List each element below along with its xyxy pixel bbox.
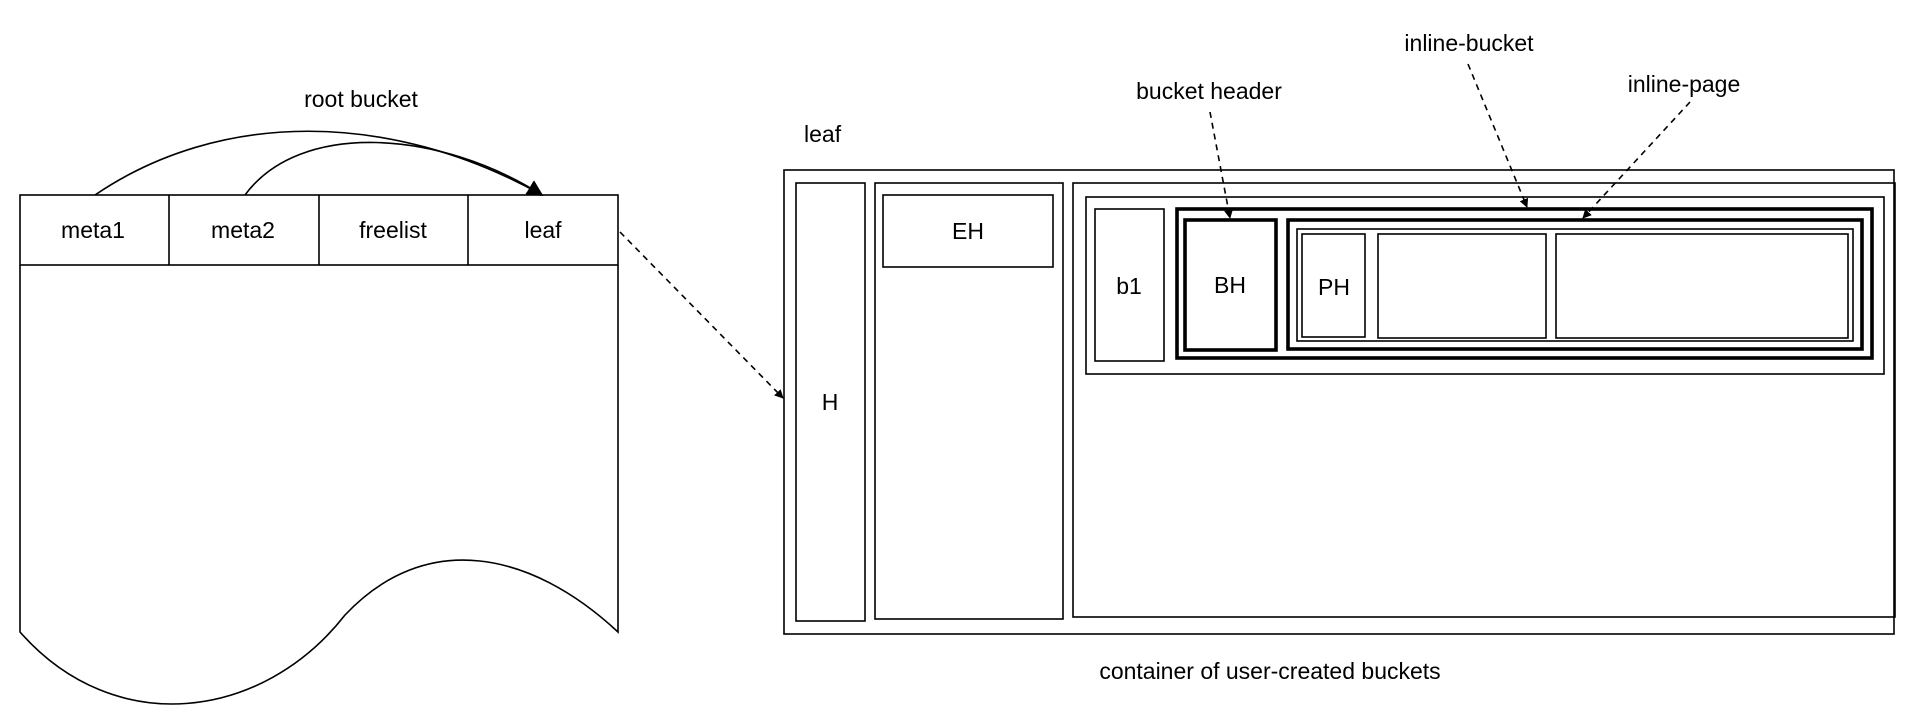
bucket-b1-block xyxy=(1094,208,1165,362)
label-container: container of user-created buckets xyxy=(1099,658,1440,684)
bucket-container xyxy=(1072,182,1896,618)
inline-bucket-outer xyxy=(1175,207,1874,360)
label-inline-page: inline-page xyxy=(1628,71,1741,97)
leaf-header-block xyxy=(795,182,866,622)
bucket-header-arrow xyxy=(1209,111,1233,219)
meta2-to-leaf-arc xyxy=(244,141,544,196)
leaf-page: leaf H EH container of user-created buck… xyxy=(783,121,1896,684)
element-header-block xyxy=(882,194,1054,268)
element-column xyxy=(874,182,1064,620)
label-bucket-header: bucket header xyxy=(1136,78,1282,104)
root-bucket-arcs: root bucket xyxy=(94,86,544,196)
block-ph: PH xyxy=(1318,274,1350,300)
leaf-page-outer xyxy=(783,169,1895,635)
inline-page-outer xyxy=(1286,218,1864,351)
inline-page-arrow xyxy=(1582,101,1691,219)
bucket-header-block xyxy=(1183,218,1278,352)
label-inline-bucket: inline-bucket xyxy=(1404,30,1534,56)
cell-meta1: meta1 xyxy=(61,217,125,243)
inline-element-block xyxy=(1377,233,1547,339)
block-bh: BH xyxy=(1214,272,1246,298)
page-body-wavy xyxy=(19,265,619,705)
inline-data-block xyxy=(1555,233,1849,339)
label-leaf: leaf xyxy=(804,121,842,147)
leaf-to-page-arrow xyxy=(619,231,784,399)
cell-meta2: meta2 xyxy=(211,217,275,243)
block-b1: b1 xyxy=(1116,273,1142,299)
label-root-bucket: root bucket xyxy=(304,86,418,112)
block-h: H xyxy=(822,389,839,415)
block-eh: EH xyxy=(952,218,984,244)
file-pages: meta1 meta2 freelist leaf xyxy=(19,194,619,705)
meta1-to-leaf-arc xyxy=(94,130,544,196)
page-header-block xyxy=(1301,233,1366,338)
inline-page-inner xyxy=(1296,228,1854,342)
inline-bucket-arrow xyxy=(1467,63,1529,208)
bucket-b1-row xyxy=(1085,196,1885,375)
annotations: bucket header inline-bucket inline-page xyxy=(1136,30,1741,219)
cell-leaf: leaf xyxy=(524,217,562,243)
cell-freelist: freelist xyxy=(359,217,427,243)
